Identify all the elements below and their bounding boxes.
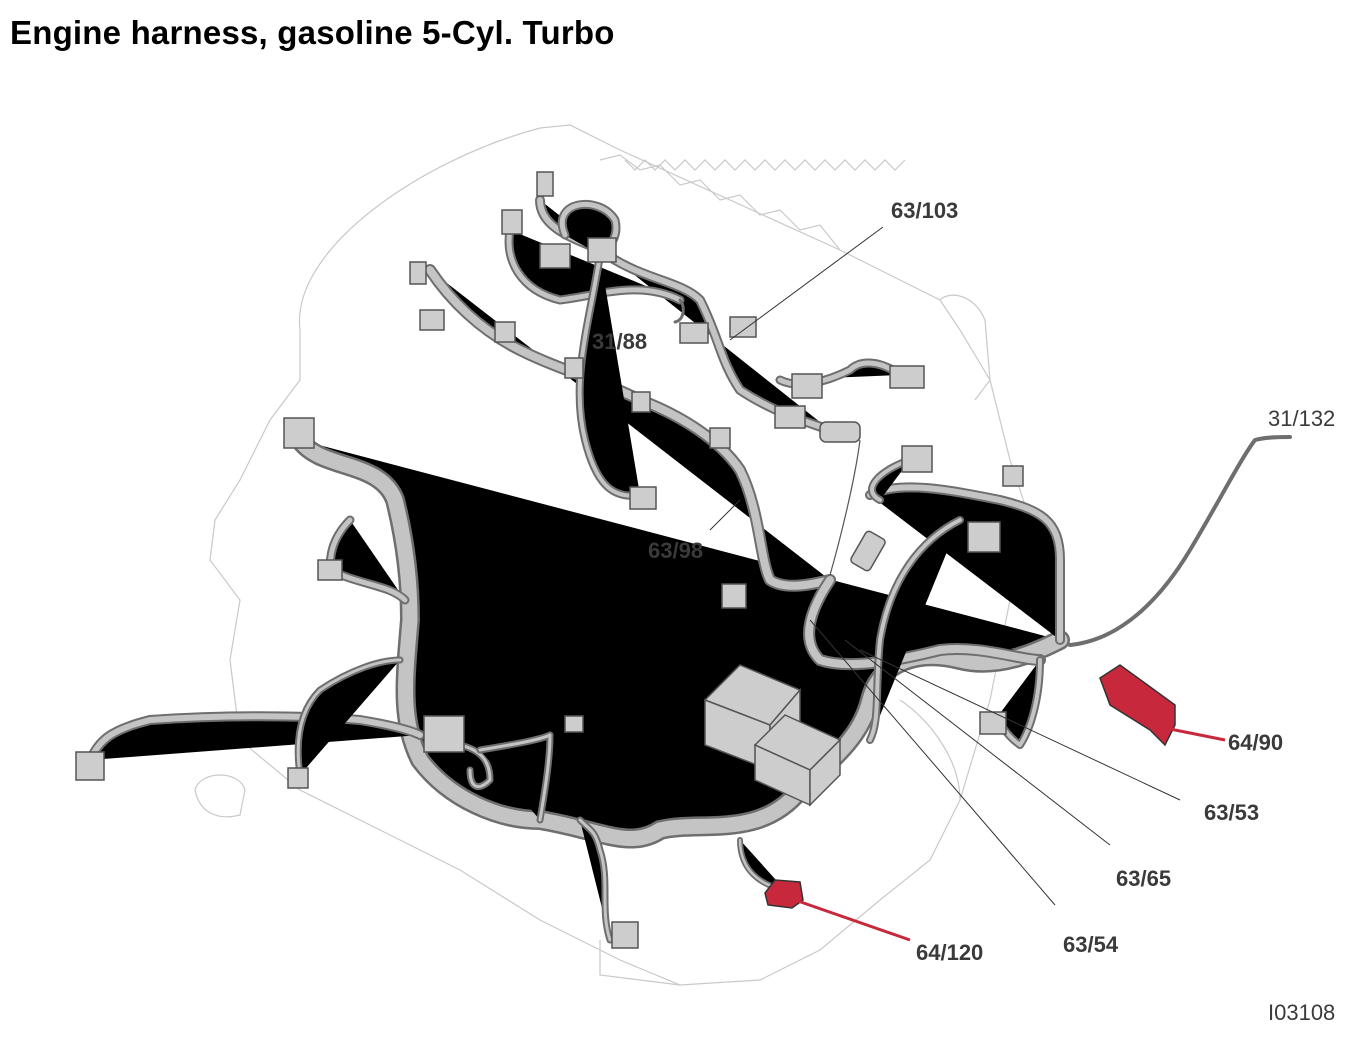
label-63-65: 63/65 — [1116, 866, 1171, 891]
label-63-103: 63/103 — [891, 198, 958, 223]
component-64-90 — [1099, 664, 1176, 747]
harness-bundles — [90, 200, 1292, 940]
label-63-53: 63/53 — [1204, 800, 1259, 825]
label-63-98: 63/98 — [648, 538, 703, 563]
label-63-54: 63/54 — [1063, 932, 1119, 957]
connectors — [75, 171, 1024, 949]
component-64-120 — [764, 879, 804, 909]
label-31-132: 31/132 — [1268, 406, 1335, 431]
leader-lines — [709, 226, 1226, 942]
highlighted-components — [764, 664, 1176, 909]
figure-id: I03108 — [1268, 1000, 1336, 1025]
label-64-120: 64/120 — [916, 940, 983, 965]
label-64-90: 64/90 — [1228, 730, 1283, 755]
relay-block — [703, 664, 842, 807]
callout-labels: 63/103 31/88 31/132 63/98 64/90 63/53 63… — [592, 198, 1335, 965]
diagram-title: Engine harness, gasoline 5-Cyl. Turbo — [10, 14, 615, 51]
label-31-88: 31/88 — [592, 329, 647, 354]
